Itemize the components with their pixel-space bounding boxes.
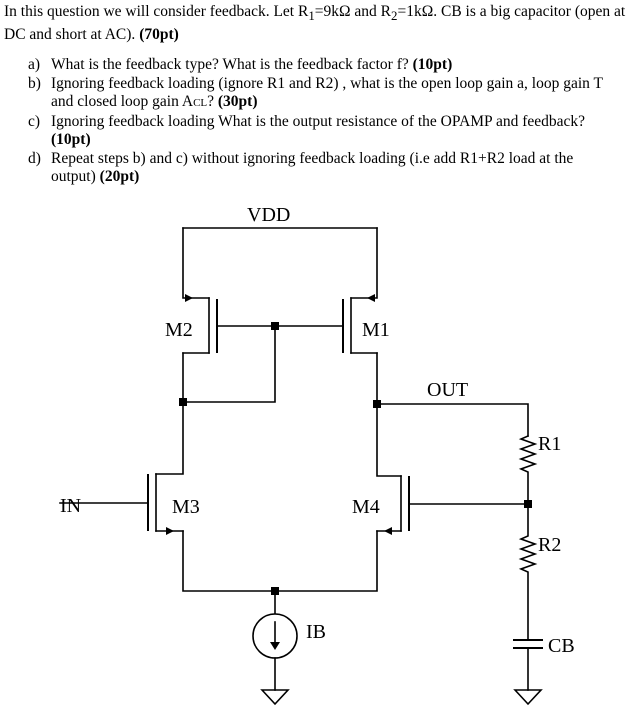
m3-label: M3 [172, 496, 200, 518]
ground-icon [260, 689, 290, 706]
capacitor-cb [513, 639, 543, 649]
intro-text-2: =9kΩ and R [314, 3, 392, 20]
r1-subscript: 1 [308, 8, 315, 24]
r1-label: R1 [538, 433, 561, 455]
problem-statement: In this question we will consider feedba… [4, 2, 632, 44]
question-label: c) [28, 112, 41, 130]
intro-text-3: =1kΩ. CB is a big capacitor (open at DC … [4, 3, 626, 44]
question-list: a) What is the feedback type? What is the… [20, 56, 620, 187]
output-wire [376, 403, 529, 437]
question-label: b) [28, 74, 41, 92]
junction-dot [271, 587, 279, 595]
r2-label: R2 [538, 534, 561, 556]
cb-label: CB [548, 635, 575, 657]
m3-source-arrow-icon [166, 527, 174, 535]
question-text: Ignoring feedback loading What is the ou… [51, 112, 586, 130]
r2-subscript: 2 [391, 8, 398, 24]
intro-points: (70pt) [139, 26, 179, 44]
vdd-label: VDD [247, 204, 290, 226]
m1-source-arrow-icon [367, 294, 375, 302]
in-label: IN [60, 495, 81, 517]
left-branch-wire [155, 352, 184, 475]
m2-source-wire [182, 227, 210, 299]
m4-label: M4 [352, 496, 380, 518]
question-a: a) What is the feedback type? What is the… [20, 56, 620, 75]
ground-icon [513, 689, 543, 706]
diode-connection-wire [182, 325, 276, 403]
junction-dot [373, 400, 381, 408]
question-label: a) [28, 56, 41, 73]
question-text: Ignoring feedback loading (ignore R1 and… [51, 74, 603, 111]
out-label: OUT [427, 379, 468, 401]
question-text-end: ? [207, 93, 218, 110]
m1-source-wire [350, 227, 378, 299]
m2-source-arrow-icon [185, 294, 193, 302]
question-text: Repeat steps b) and c) without ignoring … [51, 149, 574, 186]
question-d: d) Repeat steps b) and c) without ignorin… [20, 150, 620, 187]
tail-wire [182, 530, 378, 592]
question-points: (30pt) [217, 93, 258, 110]
junction-dot [271, 322, 279, 330]
acl-subscript: CL [193, 97, 208, 109]
m4-source-arrow-icon [384, 527, 392, 535]
intro-text-1: In this question we will consider feedba… [4, 3, 309, 20]
current-source-ib [252, 613, 298, 659]
question-b: b) Ignoring feedback loading (ignore R1 a… [20, 75, 620, 113]
transistor-m4 [376, 475, 410, 532]
junction-dot [179, 398, 187, 406]
resistor-r1 [518, 434, 538, 505]
question-label: d) [28, 149, 41, 167]
junction-dot [524, 500, 532, 508]
question-points: (20pt) [99, 168, 140, 185]
question-points: (10pt) [51, 131, 91, 148]
m2-label: M2 [165, 319, 193, 341]
question-points: (10pt) [412, 56, 453, 73]
resistor-r2 [518, 503, 538, 641]
question-text: What is the feedback type? What is the f… [51, 56, 413, 73]
right-branch-wire [376, 352, 402, 477]
current-arrow-icon [270, 642, 280, 650]
ib-label: IB [306, 621, 326, 643]
m1-label: M1 [362, 319, 390, 341]
question-c: c) Ignoring feedback loading What is the … [20, 113, 620, 150]
